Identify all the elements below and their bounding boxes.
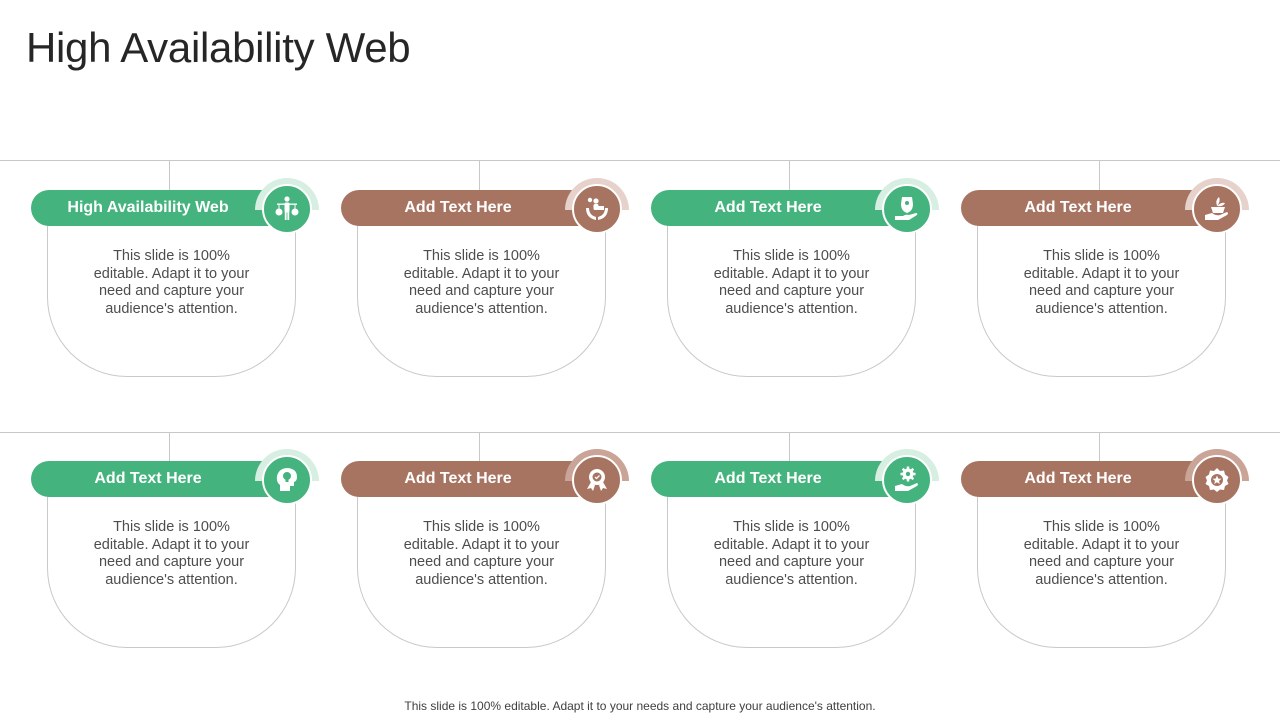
- card-description: This slide is 100% editable. Adapt it to…: [713, 248, 870, 317]
- page-title: High Availability Web: [26, 24, 411, 71]
- card-5: This slide is 100% editable. Adapt it to…: [31, 449, 321, 651]
- card-description: This slide is 100% editable. Adapt it to…: [403, 519, 560, 588]
- row-1-divider: [0, 160, 1280, 161]
- card-description: This slide is 100% editable. Adapt it to…: [403, 248, 560, 317]
- connector: [479, 160, 480, 190]
- card-body: [357, 481, 606, 648]
- card-body: [47, 210, 296, 377]
- connector: [169, 160, 170, 190]
- card-body: [977, 481, 1226, 648]
- card-body: [667, 210, 916, 377]
- card-1: This slide is 100% editable. Adapt it to…: [31, 178, 321, 380]
- hands-person-icon: [572, 184, 622, 234]
- card-description: This slide is 100% editable. Adapt it to…: [1023, 248, 1180, 317]
- card-header: Add Text Here: [341, 190, 591, 226]
- card-body: [977, 210, 1226, 377]
- connector: [789, 432, 790, 462]
- award-badge-icon: [572, 455, 622, 505]
- card-2: This slide is 100% editable. Adapt it to…: [341, 178, 631, 380]
- card-header: Add Text Here: [651, 190, 901, 226]
- connector: [1099, 160, 1100, 190]
- head-bulb-icon: [262, 455, 312, 505]
- card-7: This slide is 100% editable. Adapt it to…: [651, 449, 941, 651]
- card-description: This slide is 100% editable. Adapt it to…: [1023, 519, 1180, 588]
- connector: [479, 432, 480, 462]
- card-body: [47, 481, 296, 648]
- card-header: Add Text Here: [31, 461, 281, 497]
- card-6: This slide is 100% editable. Adapt it to…: [341, 449, 631, 651]
- card-header: Add Text Here: [341, 461, 591, 497]
- shield-hand-icon: [882, 184, 932, 234]
- connector: [1099, 432, 1100, 462]
- row-2-divider: [0, 432, 1280, 433]
- gear-hand-icon: [882, 455, 932, 505]
- card-description: This slide is 100% editable. Adapt it to…: [93, 248, 250, 317]
- connector: [169, 432, 170, 462]
- card-header: High Availability Web: [31, 190, 281, 226]
- card-8: This slide is 100% editable. Adapt it to…: [961, 449, 1251, 651]
- card-description: This slide is 100% editable. Adapt it to…: [713, 519, 870, 588]
- footer-note: This slide is 100% editable. Adapt it to…: [404, 699, 876, 713]
- card-body: [667, 481, 916, 648]
- star-badge-icon: [1192, 455, 1242, 505]
- card-header: Add Text Here: [961, 461, 1211, 497]
- card-header: Add Text Here: [961, 190, 1211, 226]
- scales-person-icon: [262, 184, 312, 234]
- card-3: This slide is 100% editable. Adapt it to…: [651, 178, 941, 380]
- card-body: [357, 210, 606, 377]
- connector: [789, 160, 790, 190]
- card-description: This slide is 100% editable. Adapt it to…: [93, 519, 250, 588]
- card-header: Add Text Here: [651, 461, 901, 497]
- plant-hand-icon: [1192, 184, 1242, 234]
- card-4: This slide is 100% editable. Adapt it to…: [961, 178, 1251, 380]
